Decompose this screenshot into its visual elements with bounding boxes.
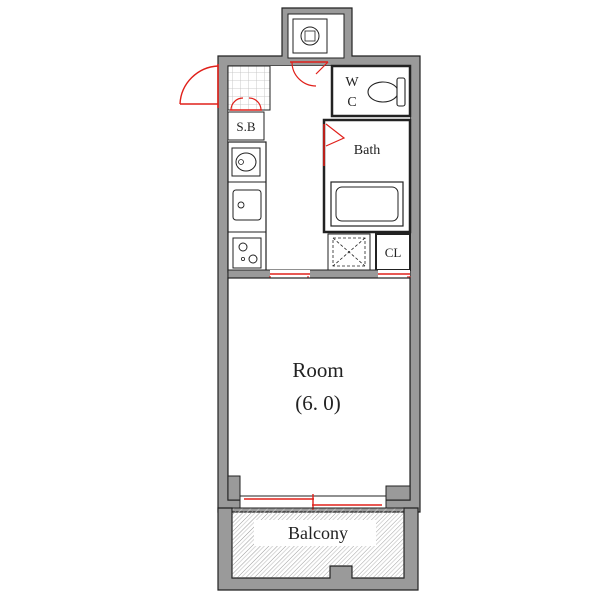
hall-double-door[interactable] <box>230 97 262 111</box>
stove-icon <box>232 237 262 269</box>
sink-icon <box>232 189 262 221</box>
room-size-label: (6. 0) <box>295 391 341 415</box>
closet-label: CL <box>385 245 402 260</box>
main-room: Room (6. 0) <box>227 277 411 501</box>
wc-room: W C <box>330 64 412 118</box>
washing-machine-space <box>327 233 371 271</box>
balcony-window[interactable] <box>239 494 387 510</box>
balcony-label: Balcony <box>288 523 348 543</box>
wc-door[interactable] <box>290 61 329 87</box>
bath-room: Bath <box>322 118 412 234</box>
entrance-tiles <box>227 65 271 111</box>
toilet-icon <box>367 77 406 107</box>
bath-label: Bath <box>354 143 380 158</box>
shoe-box-label: S.B <box>236 119 255 134</box>
entrance-area: S.B <box>227 65 271 141</box>
balcony: Balcony <box>231 507 405 579</box>
room-label: Room <box>292 358 343 382</box>
washbasin-icon <box>231 147 261 177</box>
bathtub-icon <box>330 181 404 227</box>
wc-label-w: W <box>345 75 359 90</box>
entrance-door[interactable] <box>179 64 219 108</box>
wc-label-c: C <box>347 95 356 110</box>
closet: CL <box>375 233 411 271</box>
shoe-box <box>227 111 265 141</box>
bath-door[interactable] <box>323 123 346 166</box>
kitchen-counter <box>227 141 267 273</box>
